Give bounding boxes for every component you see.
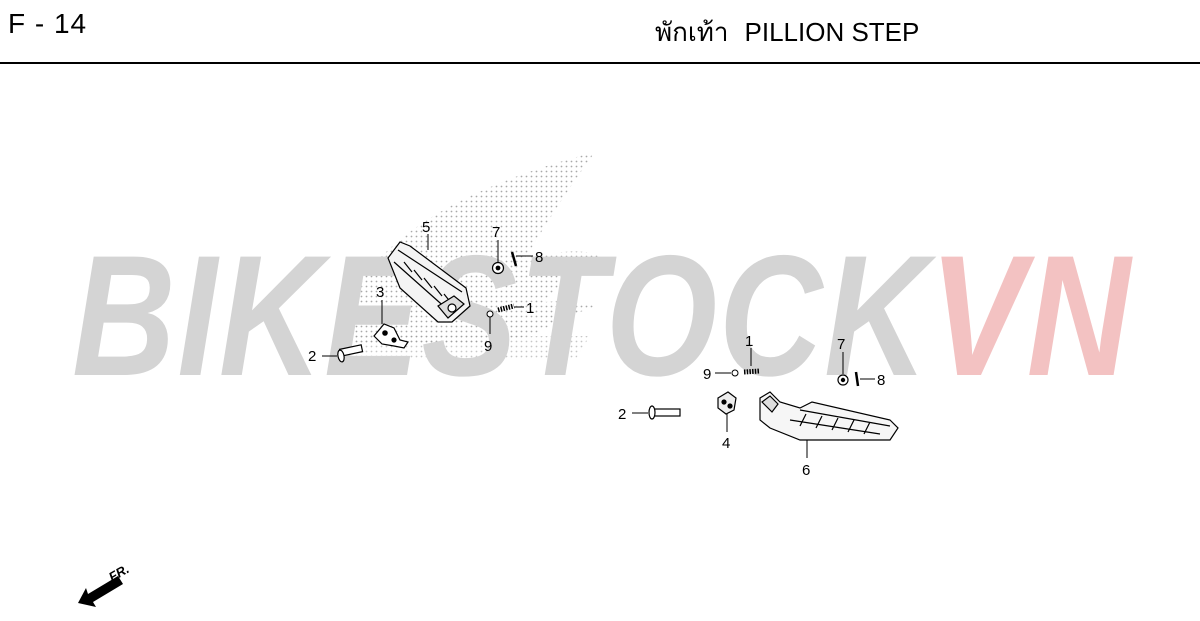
header-divider — [0, 62, 1200, 64]
title-english: PILLION STEP — [744, 17, 920, 47]
left-detent-ball-part — [486, 310, 494, 318]
right-detent-ball-part — [731, 369, 739, 377]
right-bracket-part — [717, 391, 737, 415]
callout-right-7: 7 — [837, 336, 845, 353]
callout-left-2: 2 — [308, 348, 316, 365]
right-bolt-part — [648, 405, 681, 420]
left-bracket-part — [373, 323, 409, 349]
watermark-gray: BIKESTOCK — [72, 220, 937, 412]
watermark-red: VN — [929, 220, 1133, 412]
callout-right-8: 8 — [877, 372, 885, 389]
svg-text:BIKESTOCKVN: BIKESTOCKVN — [72, 220, 1133, 412]
callout-right-6: 6 — [802, 462, 810, 479]
watermark-text: BIKESTOCKVN — [72, 220, 1133, 412]
left-washer-part — [491, 261, 505, 275]
left-spring-part — [497, 303, 515, 313]
callout-right-1: 1 — [745, 333, 753, 350]
right-washer-part — [837, 374, 849, 386]
right-pillion-step-part — [759, 391, 899, 441]
callout-left-8: 8 — [535, 249, 543, 266]
callout-left-1: 1 — [526, 300, 534, 317]
callout-right-4: 4 — [722, 435, 730, 452]
callout-right-9: 9 — [703, 366, 711, 383]
left-cotter-pin-part — [510, 251, 518, 267]
right-cotter-pin-part — [854, 371, 860, 387]
left-bolt-part — [337, 344, 364, 363]
front-direction-arrow-icon: FR. — [78, 561, 132, 607]
callout-left-3: 3 — [376, 284, 384, 301]
callout-right-2: 2 — [618, 406, 626, 423]
title-thai: พักเท้า — [655, 17, 729, 47]
page-title: พักเท้า PILLION STEP — [655, 12, 919, 53]
left-pillion-step-part — [387, 241, 471, 323]
callout-left-7: 7 — [492, 224, 500, 241]
page-code: F - 14 — [8, 8, 88, 39]
callout-left-5: 5 — [422, 219, 430, 236]
callout-left-9: 9 — [484, 338, 492, 355]
